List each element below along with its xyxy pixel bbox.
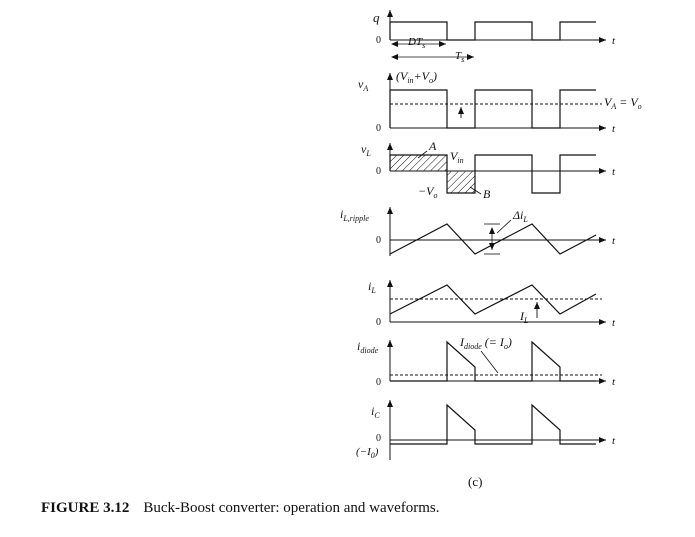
delta-il-leader <box>496 219 512 234</box>
panel-va: vA (Vin+Vo) VA = Vo 0 t <box>358 69 642 135</box>
ic-axis-label: iC <box>371 404 380 420</box>
vl-area-a-leader <box>417 150 428 159</box>
delta-il-label: ΔiL <box>512 208 528 224</box>
q-zero-label: 0 <box>376 35 381 46</box>
vl-area-b <box>447 171 475 193</box>
vl-area-a-label: A <box>428 139 437 153</box>
vl-vin-label: Vin <box>450 149 464 165</box>
ripple-axis-label: iL,ripple <box>340 207 369 223</box>
q-t-label: t <box>612 35 616 47</box>
panel-il: IL iL 0 t <box>368 279 616 329</box>
va-axis-label: vA <box>358 77 368 93</box>
vl-area-b-label: B <box>483 187 491 201</box>
q-switching-waveform <box>389 21 596 41</box>
ic-neg-io-label: (−I0) <box>356 446 379 460</box>
il-axis-label: iL <box>368 279 376 295</box>
vl-axis-label: vL <box>361 142 371 158</box>
idiode-average-leader <box>480 350 499 374</box>
va-average-label: VA = Vo <box>604 95 642 111</box>
idiode-average-label: Idiode (= Io) <box>459 335 512 351</box>
il-waveform <box>389 284 597 315</box>
q-axis-label: q <box>373 10 380 25</box>
idiode-waveform <box>390 340 596 382</box>
ic-zero-label: 0 <box>376 433 381 444</box>
ts-label: Ts <box>455 50 464 64</box>
il-t-label: t <box>612 317 616 329</box>
vl-waveform <box>389 154 596 194</box>
idiode-t-label: t <box>612 376 616 388</box>
ic-t-label: t <box>612 435 616 447</box>
idiode-zero-label: 0 <box>376 377 381 388</box>
va-waveform <box>389 89 596 129</box>
il-average-label: IL <box>519 309 529 325</box>
panel-il-ripple: ΔiL iL,ripple 0 t <box>340 207 616 256</box>
va-zero-label: 0 <box>376 123 381 134</box>
ripple-t-label: t <box>612 235 616 247</box>
idiode-axis-label: idiode <box>357 339 379 355</box>
panel-idiode: Idiode (= Io) idiode 0 t <box>357 335 616 388</box>
figure-caption: FIGURE 3.12 Buck-Boost converter: operati… <box>41 500 440 517</box>
il-zero-label: 0 <box>376 317 381 328</box>
ic-waveform <box>390 403 596 445</box>
figure-caption-text: Buck-Boost converter: operation and wave… <box>143 500 440 516</box>
subfigure-label: (c) <box>468 474 483 489</box>
vl-neg-vo-label: −Vo <box>418 184 437 200</box>
vl-area-b-leader <box>469 186 482 195</box>
ripple-waveform <box>389 223 597 255</box>
vl-t-label: t <box>612 166 616 178</box>
vl-area-a <box>390 155 447 171</box>
va-t-label: t <box>612 123 616 135</box>
panel-vl: vL A Vin −Vo B 0 t <box>361 139 616 201</box>
dts-label: DTs <box>407 36 425 50</box>
figure-number: FIGURE 3.12 <box>41 500 130 516</box>
panel-ic: iC 0 (−I0) t <box>356 400 616 460</box>
va-peak-label: (Vin+Vo) <box>396 69 437 85</box>
ripple-zero-label: 0 <box>376 235 381 246</box>
panel-q: q 0 t DTs Ts <box>373 10 616 64</box>
vl-zero-label: 0 <box>376 166 381 177</box>
